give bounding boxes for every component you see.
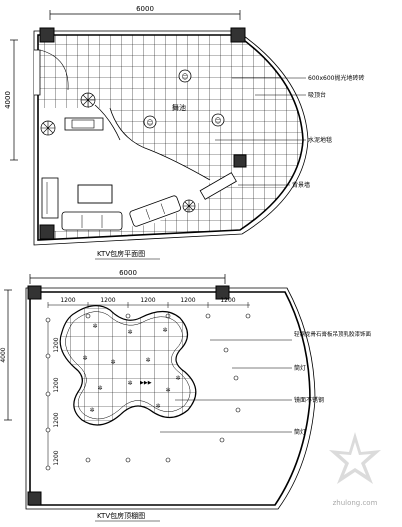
svg-text:✲: ✲	[155, 403, 160, 410]
plant-symbol	[80, 92, 96, 108]
callout-floor-tile: 600x600抛光地砖砖	[308, 74, 364, 82]
top-width-dimension: 6000	[49, 5, 241, 20]
spacing-label: 1200	[53, 377, 60, 392]
svg-text:✲: ✲	[127, 329, 132, 336]
svg-text:✲: ✲	[165, 387, 170, 394]
door-opening	[34, 49, 41, 96]
column	[215, 285, 230, 300]
sofa-right	[129, 195, 181, 227]
sofa-left	[41, 177, 59, 219]
watermark-text: zhulong.com	[333, 499, 378, 507]
star-lights: ✲ ✲ ✲ ✲ ✲ ✲ ✲ ✲ ✲ ✲ ✲ ✲	[82, 323, 180, 414]
svg-text:☺: ☺	[181, 73, 188, 81]
plant-symbol	[40, 120, 56, 136]
svg-text:✲: ✲	[162, 327, 167, 334]
feature-ceiling-outline	[59, 305, 197, 426]
bottom-plan-title: KTV包房顶棚图	[97, 511, 145, 520]
top-height-dimension: 4000	[4, 39, 18, 161]
spacing-label: 1200	[53, 450, 60, 465]
svg-text:✲: ✲	[127, 380, 132, 387]
column	[27, 491, 42, 506]
bottom-room-wall	[29, 291, 311, 506]
dance-floor-label: 舞池	[172, 103, 186, 112]
column	[27, 285, 42, 300]
spacing-label: 1200	[60, 297, 75, 304]
tv-cabinet	[64, 117, 104, 131]
sofa-bottom	[61, 211, 123, 231]
svg-text:☺: ☺	[146, 119, 153, 127]
bar-counter	[199, 172, 237, 200]
callout-mirror-steel: 镜面不锈钢	[294, 396, 324, 404]
arrow-marker: ▶▶▶	[140, 380, 152, 386]
svg-text:✲: ✲	[145, 357, 150, 364]
spacing-label: 1200	[140, 297, 155, 304]
column	[39, 224, 55, 240]
column	[233, 154, 247, 168]
bottom-callouts: 轻钢龙骨石膏板吊顶乳胶漆饰面 筒灯 镜面不锈钢 筒灯	[160, 330, 372, 436]
bottom-height-dimension: 4000	[0, 289, 12, 421]
spacing-label: 1200	[53, 412, 60, 427]
svg-text:✲: ✲	[89, 407, 94, 414]
callout-gypsum-ceiling: 轻钢龙骨石膏板吊顶乳胶漆饰面	[294, 330, 372, 338]
top-height-label: 4000	[4, 91, 12, 109]
mirror-steel-grid	[60, 305, 196, 425]
svg-text:✲: ✲	[110, 359, 115, 366]
callout-downlight-2: 筒灯	[294, 428, 306, 436]
spacing-label: 1200	[53, 337, 60, 352]
column	[230, 27, 246, 43]
callout-feature-wall: 背景墙	[292, 181, 310, 189]
svg-text:✲: ✲	[92, 323, 97, 330]
spacing-label: 1200	[180, 297, 195, 304]
bottom-plan: 6000 4000 1200 1200 1200 1200	[0, 269, 372, 522]
top-plan: 6000 4000 ☺ ☺ ☺	[4, 5, 364, 260]
callout-carpet: 水泥地毯	[308, 136, 332, 144]
bottom-height-label: 4000	[0, 347, 7, 362]
bottom-width-dimension: 6000	[29, 269, 226, 284]
svg-text:✲: ✲	[175, 375, 180, 382]
svg-text:☺: ☺	[214, 117, 221, 125]
spacing-label: 1200	[220, 297, 235, 304]
svg-text:✲: ✲	[82, 355, 87, 362]
top-plan-title: KTV包房平面图	[97, 249, 145, 258]
watermark: zhulong.com	[329, 432, 381, 507]
callout-downlight: 筒灯	[294, 364, 306, 372]
svg-text:✲: ✲	[97, 385, 102, 392]
coffee-table	[77, 184, 113, 204]
top-width-label: 6000	[136, 5, 154, 13]
ceiling-spacing-top: 1200 1200 1200 1200 1200	[47, 297, 250, 308]
door-swing-arc	[39, 49, 69, 91]
spacing-label: 1200	[100, 297, 115, 304]
plant-symbol	[182, 199, 196, 213]
top-callouts: 600x600抛光地砖砖 吸顶台 水泥地毯 背景墙	[215, 74, 364, 189]
column	[39, 27, 55, 43]
bottom-width-label: 6000	[119, 269, 137, 277]
callout-ceiling-stand: 吸顶台	[308, 91, 326, 99]
dance-floor-lights: ☺ ☺ ☺	[143, 69, 225, 129]
